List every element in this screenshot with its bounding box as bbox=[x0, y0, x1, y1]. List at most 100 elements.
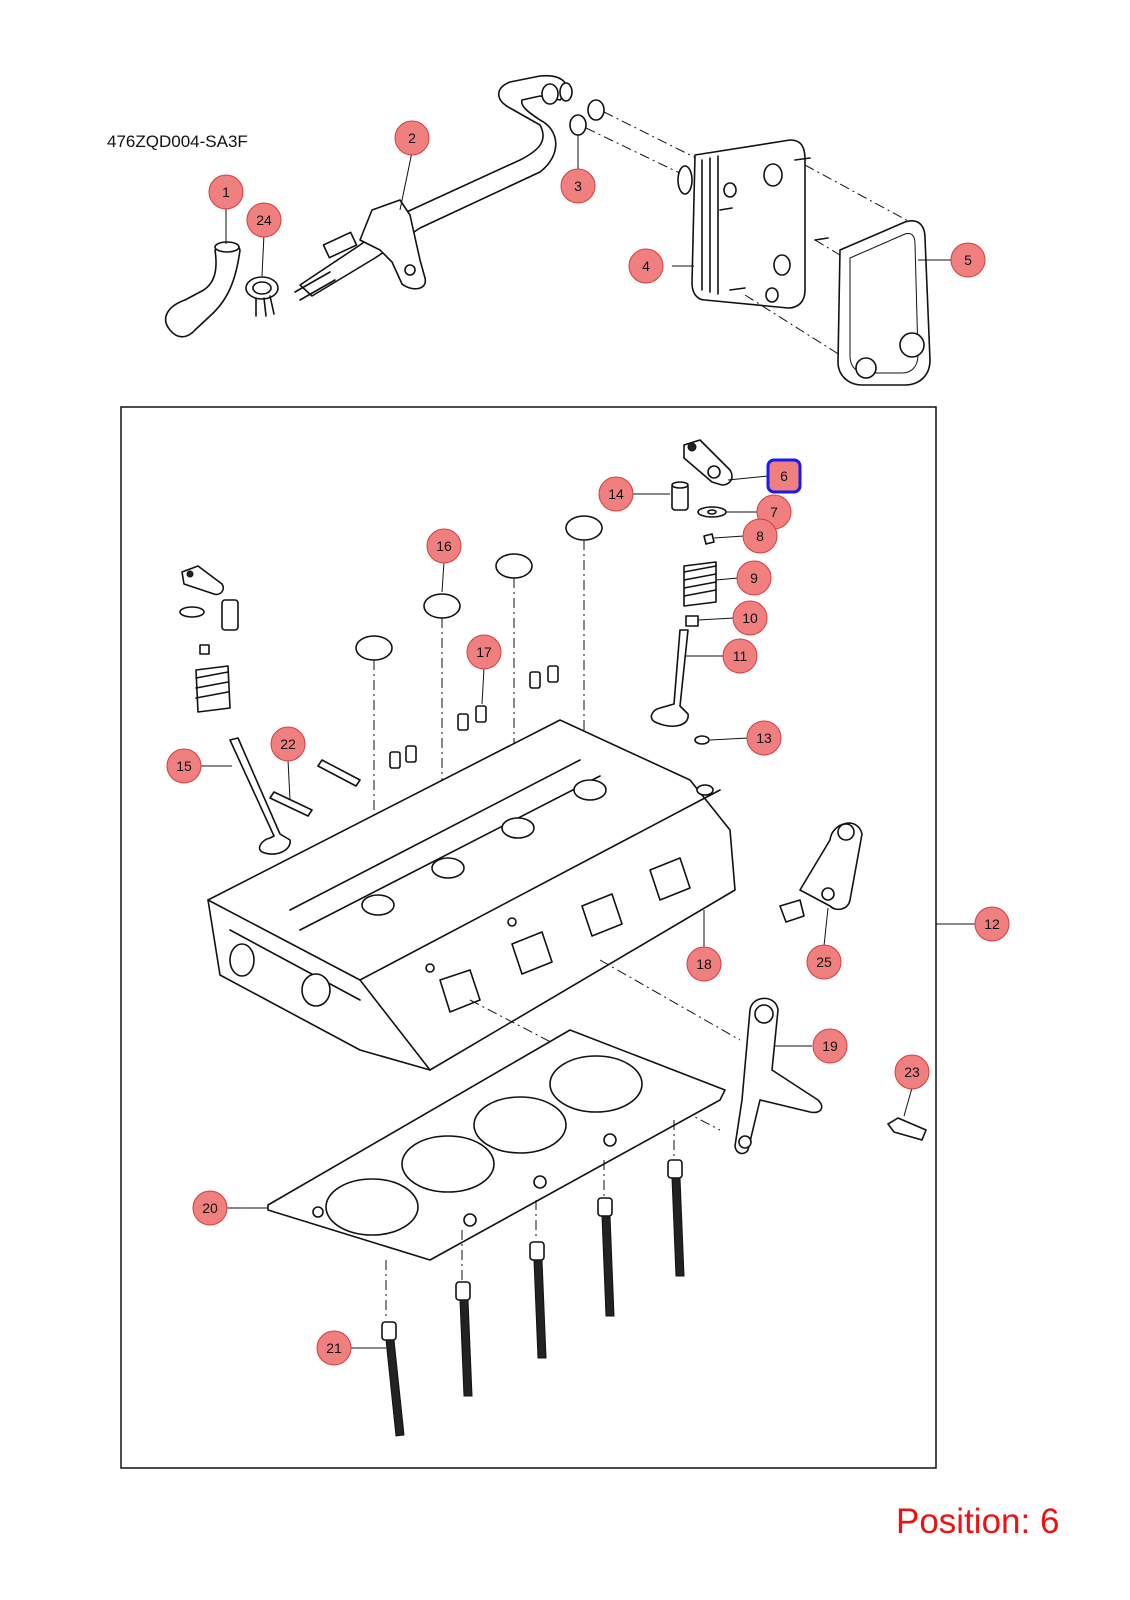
callout-marker bbox=[732, 600, 768, 636]
callout-marker bbox=[394, 120, 430, 156]
callout-number: 4 bbox=[642, 258, 650, 274]
spring-retainer-7 bbox=[697, 506, 727, 518]
valve-spring-left bbox=[195, 644, 231, 713]
callout-16[interactable]: 16 bbox=[426, 528, 462, 564]
callout-marker bbox=[736, 560, 772, 596]
callout-22[interactable]: 22 bbox=[270, 726, 306, 762]
callout-14[interactable]: 14 bbox=[598, 476, 634, 512]
callout-number: 18 bbox=[696, 956, 712, 972]
callout-marker bbox=[974, 906, 1010, 942]
callout-marker bbox=[894, 1054, 930, 1090]
callout-3[interactable]: 3 bbox=[560, 168, 596, 204]
valve-seal-10 bbox=[685, 615, 699, 627]
coolant-pipe-2 bbox=[294, 74, 573, 301]
callout-number: 13 bbox=[756, 730, 772, 746]
rocker-arm-6 bbox=[683, 439, 733, 486]
callout-marker bbox=[628, 248, 664, 284]
callout-marker bbox=[208, 174, 244, 210]
callout-number: 10 bbox=[742, 610, 758, 626]
callout-marker bbox=[766, 458, 802, 494]
callout-marker bbox=[686, 946, 722, 982]
glow-plugs-22 bbox=[269, 759, 361, 817]
stud-23 bbox=[887, 1117, 927, 1141]
head-bolts-21 bbox=[381, 1120, 685, 1437]
callout-number: 2 bbox=[408, 130, 416, 146]
callout-11[interactable]: 11 bbox=[722, 638, 758, 674]
callout-1[interactable]: 1 bbox=[208, 174, 244, 210]
bearing-rings-16 bbox=[355, 515, 603, 900]
callout-25[interactable]: 25 bbox=[806, 944, 842, 980]
callout-17[interactable]: 17 bbox=[466, 634, 502, 670]
callout-marker bbox=[270, 726, 306, 762]
callout-number: 17 bbox=[476, 644, 492, 660]
callout-marker bbox=[812, 1028, 848, 1064]
callout-9[interactable]: 9 bbox=[736, 560, 772, 596]
lash-adjuster-14 bbox=[671, 481, 689, 511]
callout-number: 16 bbox=[436, 538, 452, 554]
callout-18[interactable]: 18 bbox=[686, 946, 722, 982]
callout-6[interactable]: 6 bbox=[766, 458, 802, 494]
o-rings-3 bbox=[569, 99, 701, 179]
callout-5[interactable]: 5 bbox=[950, 242, 986, 278]
assembly-frame bbox=[120, 406, 937, 1469]
callout-12[interactable]: 12 bbox=[974, 906, 1010, 942]
callout-marker bbox=[560, 168, 596, 204]
valve-15 bbox=[229, 737, 291, 855]
valve-spring-9 bbox=[683, 561, 717, 607]
callout-number: 1 bbox=[222, 184, 230, 200]
callout-marker bbox=[742, 518, 778, 554]
valve-keeper-8 bbox=[703, 533, 715, 545]
callout-4[interactable]: 4 bbox=[628, 248, 664, 284]
o-ring-13 bbox=[694, 735, 710, 745]
callout-number: 19 bbox=[822, 1038, 838, 1054]
callout-23[interactable]: 23 bbox=[894, 1054, 930, 1090]
callout-number: 14 bbox=[608, 486, 624, 502]
lifting-bracket-19 bbox=[469, 959, 823, 1155]
callout-number: 9 bbox=[750, 570, 758, 586]
callout-marker bbox=[166, 748, 202, 784]
callout-number: 11 bbox=[733, 648, 748, 664]
callout-number: 20 bbox=[202, 1200, 218, 1216]
callout-20[interactable]: 20 bbox=[192, 1190, 228, 1226]
callout-marker bbox=[598, 476, 634, 512]
callout-number: 25 bbox=[816, 954, 832, 970]
callout-number: 24 bbox=[256, 212, 272, 228]
callout-marker bbox=[316, 1330, 352, 1366]
callout-number: 8 bbox=[756, 528, 764, 544]
callout-marker bbox=[192, 1190, 228, 1226]
callout-number: 5 bbox=[964, 252, 972, 268]
callout-19[interactable]: 19 bbox=[812, 1028, 848, 1064]
callout-number: 7 bbox=[770, 504, 778, 520]
injector-sleeves-17 bbox=[389, 665, 559, 769]
callout-2[interactable]: 2 bbox=[394, 120, 430, 156]
callout-marker bbox=[246, 202, 282, 238]
callout-15[interactable]: 15 bbox=[166, 748, 202, 784]
callout-marker bbox=[746, 720, 782, 756]
callout-marker bbox=[950, 242, 986, 278]
head-gasket-20 bbox=[267, 1029, 726, 1261]
gasket-5 bbox=[744, 164, 931, 386]
callout-number: 3 bbox=[574, 178, 582, 194]
callout-number: 22 bbox=[280, 736, 296, 752]
callout-marker bbox=[806, 944, 842, 980]
callout-marker bbox=[466, 634, 502, 670]
callout-number: 6 bbox=[780, 468, 788, 484]
bracket-25 bbox=[779, 822, 863, 923]
rocker-arm-left bbox=[179, 565, 239, 631]
callout-13[interactable]: 13 bbox=[746, 720, 782, 756]
oil-cooler-4 bbox=[677, 139, 829, 309]
callout-marker bbox=[426, 528, 462, 564]
leader-lines bbox=[200, 135, 976, 1349]
callout-marker bbox=[722, 638, 758, 674]
callout-24[interactable]: 24 bbox=[246, 202, 282, 238]
callout-10[interactable]: 10 bbox=[732, 600, 768, 636]
callout-21[interactable]: 21 bbox=[316, 1330, 352, 1366]
callout-number: 15 bbox=[176, 758, 192, 774]
valve-11 bbox=[650, 629, 689, 727]
callout-number: 21 bbox=[326, 1340, 342, 1356]
cylinder-head-18 bbox=[207, 719, 736, 1071]
callout-number: 12 bbox=[984, 916, 1000, 932]
callout-8[interactable]: 8 bbox=[742, 518, 778, 554]
